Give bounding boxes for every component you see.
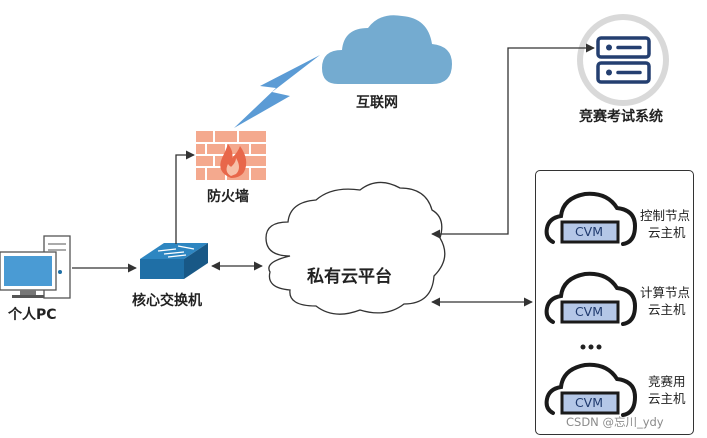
node-compute-line2: 云主机 xyxy=(648,302,686,317)
competition-system-label: 竞赛考试系统 xyxy=(579,109,663,125)
private-cloud-icon xyxy=(265,181,446,315)
firewall-icon xyxy=(196,131,266,180)
cvm-label-1: CVM xyxy=(574,224,604,239)
firewall-label: 防火墙 xyxy=(207,189,249,205)
cvm-label-3: CVM xyxy=(574,395,604,410)
watermark: CSDN @忘川_ydy xyxy=(566,415,664,429)
switch-icon xyxy=(140,243,208,279)
personal-pc-label: 个人PC xyxy=(8,307,57,323)
lightning-icon xyxy=(234,55,320,128)
connector-lines xyxy=(72,43,595,307)
node-competition-line1: 竞赛用 xyxy=(648,374,686,389)
pc-icon xyxy=(0,235,71,299)
server-icon xyxy=(577,14,669,106)
node-compute-line1: 计算节点 xyxy=(640,285,691,300)
node-competition-line2: 云主机 xyxy=(648,391,686,406)
core-switch-label: 核心交换机 xyxy=(132,293,202,309)
internet-label: 互联网 xyxy=(356,95,398,111)
private-cloud-label: 私有云平台 xyxy=(307,267,392,287)
node-control-line2: 云主机 xyxy=(648,225,686,240)
node-control-line1: 控制节点 xyxy=(640,208,691,223)
internet-cloud-icon xyxy=(322,15,452,85)
cvm-label-2: CVM xyxy=(574,304,604,319)
